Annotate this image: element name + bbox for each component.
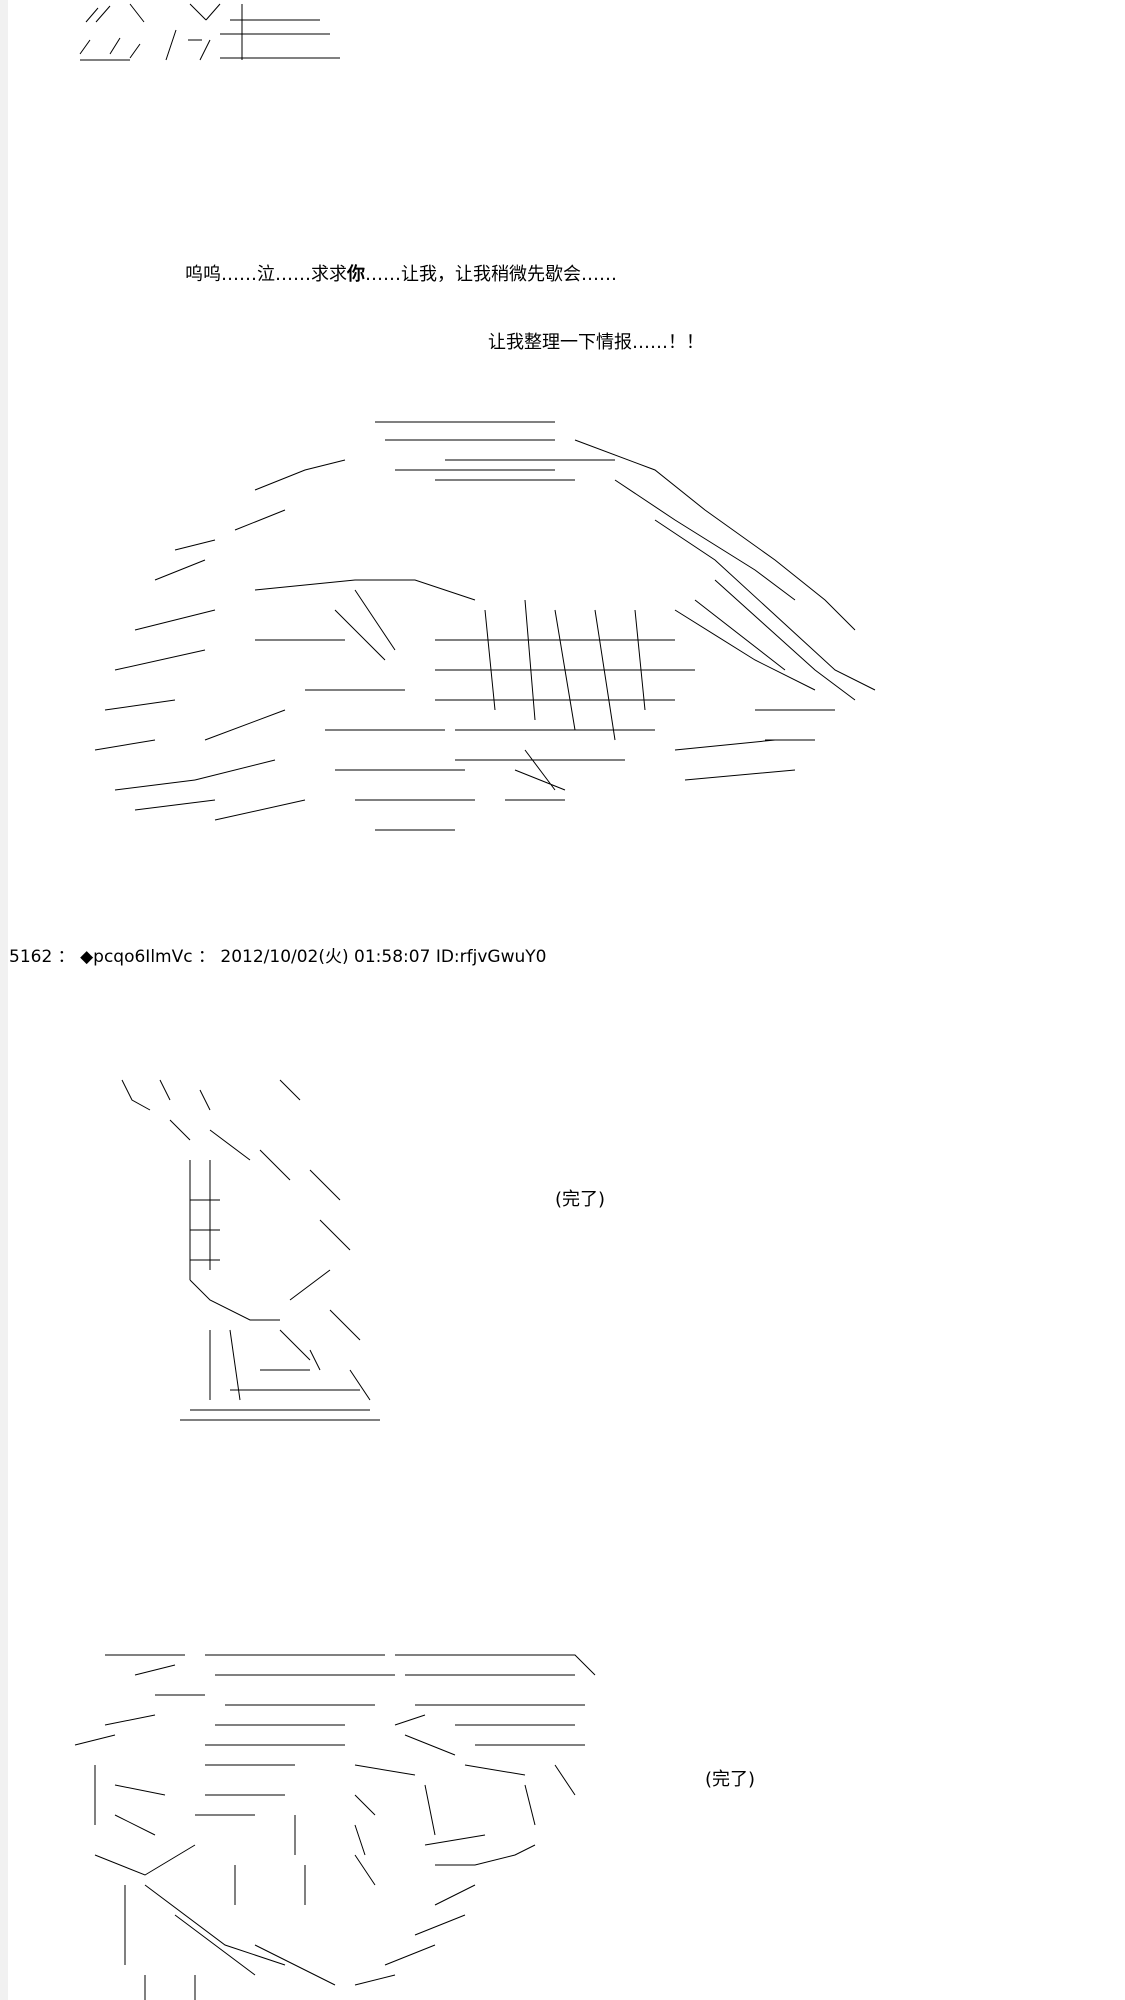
dialogue-line-2: 让我整理一下情报……！！ xyxy=(488,332,704,353)
caption-second: (完了) xyxy=(705,1769,756,1790)
ascii-art-crying-figure xyxy=(55,410,885,860)
dialogue-line-1: 呜呜……泣……求求你……让我，让我稍微先歇会…… xyxy=(185,264,617,285)
ascii-art-slumped-figure xyxy=(110,1070,390,1430)
post-number: 5162 xyxy=(9,947,53,967)
ascii-art-top-fragment xyxy=(70,0,450,70)
post-trip: pcqo6IlmVc xyxy=(93,947,193,967)
post-id: ID:rfjvGwuY0 xyxy=(435,947,547,967)
ascii-art-lying-figure xyxy=(55,1645,615,2000)
post-header: 5162 ： ◆pcqo6IlmVc ： 2012/10/02(火) 01:58… xyxy=(9,947,547,967)
caption-first: (完了) xyxy=(555,1189,606,1210)
left-edge-strip xyxy=(0,0,8,2000)
post-date: 2012/10/02(火) 01:58:07 xyxy=(220,947,431,967)
trip-diamond-icon: ◆ xyxy=(80,947,94,967)
